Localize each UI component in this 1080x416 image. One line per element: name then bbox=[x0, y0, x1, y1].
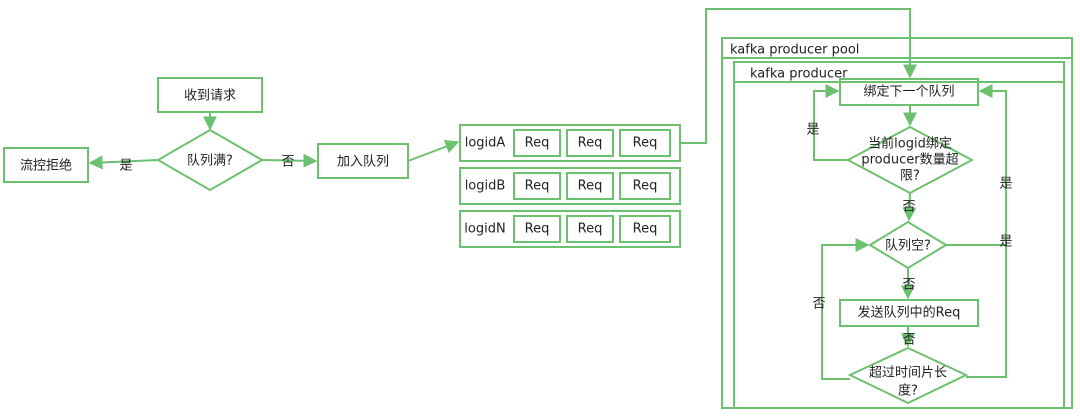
producer-limit-line-1: 当前logid绑定 bbox=[868, 136, 952, 152]
labels: 收到请求 队列满? 流控拒绝 加入队列 是 否 logidA Req Req R… bbox=[20, 85, 1013, 399]
queue-logidB-req-1 bbox=[513, 172, 561, 200]
queue-full-decision bbox=[155, 128, 265, 192]
edge-no-enqueue: 否 bbox=[281, 155, 294, 170]
edge-no-limit: 否 bbox=[902, 200, 915, 215]
receive-label: 收到请求 bbox=[184, 89, 236, 104]
queue-item: Req bbox=[525, 222, 550, 237]
reject-label: 流控拒绝 bbox=[20, 158, 72, 174]
queue-logidN-req-2 bbox=[566, 215, 614, 243]
queue-name: logidN bbox=[464, 222, 505, 237]
queue-item: Req bbox=[578, 136, 603, 151]
producer-title: kafka producer bbox=[750, 67, 848, 82]
queue-logidA-req-2 bbox=[566, 129, 614, 157]
bind-next-label: 绑定下一个队列 bbox=[863, 85, 954, 100]
edge-no-timeslice: 否 bbox=[812, 297, 825, 312]
queue-logidA-req-1 bbox=[513, 129, 561, 157]
producer-container bbox=[733, 61, 1065, 409]
producer-limit-line-2: producer数量超 bbox=[861, 153, 958, 168]
queue-item: Req bbox=[633, 136, 658, 151]
edge-no-empty: 否 bbox=[902, 278, 915, 293]
queue-name: logidB bbox=[465, 179, 506, 194]
edge-no-send: 否 bbox=[902, 333, 915, 348]
container-titles: kafka producer pool kafka producer bbox=[730, 43, 859, 82]
edge-yes-timeslice: 是 bbox=[999, 177, 1012, 192]
queue-item: Req bbox=[578, 222, 603, 237]
queue-item: Req bbox=[525, 179, 550, 194]
queue-logidB bbox=[459, 167, 681, 205]
queue-logidN-req-3 bbox=[619, 215, 671, 243]
queue-logidN-req-1 bbox=[513, 215, 561, 243]
queue-item: Req bbox=[633, 222, 658, 237]
timeslice-line-2: 度? bbox=[898, 383, 918, 399]
queue-item: Req bbox=[525, 136, 550, 151]
edge-yes-reject: 是 bbox=[119, 159, 132, 174]
queue-item: Req bbox=[578, 179, 603, 194]
queue-empty-label: 队列空? bbox=[885, 239, 931, 254]
queue-full-label: 队列满? bbox=[187, 154, 233, 169]
enqueue-label: 加入队列 bbox=[337, 155, 389, 170]
producer-limit-line-3: 限? bbox=[900, 169, 920, 184]
edge-yes-empty: 是 bbox=[999, 235, 1012, 250]
queue-name: logidA bbox=[465, 136, 506, 151]
shapes bbox=[3, 37, 1073, 409]
edges bbox=[88, 8, 1007, 380]
reject-node bbox=[3, 147, 89, 183]
queue-logidA-req-3 bbox=[619, 129, 671, 157]
send-label: 发送队列中的Req bbox=[858, 305, 961, 321]
queue-item: Req bbox=[633, 179, 658, 194]
timeslice-decision bbox=[847, 346, 969, 405]
queue-logidB-req-2 bbox=[566, 172, 614, 200]
queue-logidB-req-3 bbox=[619, 172, 671, 200]
producer-pool-title: kafka producer pool bbox=[730, 43, 859, 58]
queue-logidN bbox=[459, 210, 681, 248]
timeslice-line-1: 超过时间片长 bbox=[869, 366, 947, 381]
edge-yes-rebind: 是 bbox=[806, 123, 819, 138]
